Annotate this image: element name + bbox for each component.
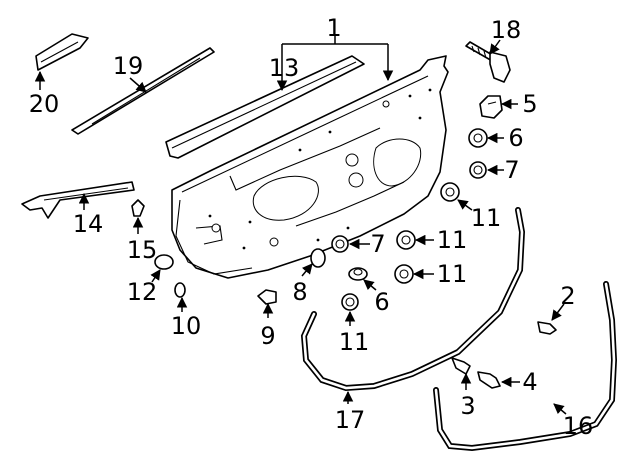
callout-6b: 6: [374, 288, 389, 316]
part-9-bumper: [257, 289, 277, 305]
callout-6a: 6: [508, 124, 523, 152]
part-3-bolt: [451, 357, 471, 375]
part-2-bolt: [537, 321, 557, 335]
part-6-grommet-upper: [468, 128, 488, 148]
callout-11a: 11: [471, 204, 502, 232]
callout-11c: 11: [437, 260, 468, 288]
callout-11d: 11: [339, 328, 370, 356]
leader-11a: [457, 199, 473, 211]
callout-9: 9: [260, 322, 275, 350]
leader-12: [150, 269, 161, 283]
callout-4: 4: [522, 368, 537, 396]
part-11-grommet-c: [394, 264, 414, 284]
part-13-inner-belt-molding: [165, 55, 365, 159]
callout-14: 14: [73, 210, 104, 238]
part-8-plug: [310, 248, 326, 268]
leader-18: [489, 39, 501, 55]
part-11-grommet-a: [440, 182, 460, 202]
part-17-weatherstrip: [300, 207, 526, 392]
callout-12: 12: [127, 278, 158, 306]
part-10-plug: [174, 282, 186, 298]
callout-19: 19: [113, 52, 144, 80]
part-6-grommet-lower: [348, 267, 368, 281]
part-20-sail-trim: [35, 33, 89, 71]
leader-19: [129, 77, 147, 93]
callout-7a: 7: [504, 156, 519, 184]
leader-6b: [363, 279, 377, 291]
leader-2: [551, 303, 565, 321]
callout-17: 17: [335, 406, 366, 434]
callout-10: 10: [171, 312, 202, 340]
callout-5: 5: [522, 90, 537, 118]
part-16-weatherstrip: [433, 281, 618, 452]
part-11-grommet-b: [396, 230, 416, 250]
leader-8: [301, 263, 313, 277]
callout-13: 13: [269, 54, 300, 82]
callout-16: 16: [563, 412, 594, 440]
callout-7b: 7: [370, 230, 385, 258]
callout-3: 3: [460, 392, 475, 420]
part-4-striker: [477, 371, 501, 389]
part-7-grommet-upper: [469, 161, 487, 179]
callout-2: 2: [560, 282, 575, 310]
part-12-plug: [154, 254, 174, 270]
part-7-grommet-lower: [331, 235, 349, 253]
callout-8: 8: [292, 278, 307, 306]
callout-20: 20: [29, 90, 60, 118]
callout-11b: 11: [437, 226, 468, 254]
leader-16: [553, 403, 567, 415]
part-5-plug: [479, 95, 503, 119]
part-1-door-shell: [171, 55, 449, 279]
callout-15: 15: [127, 236, 158, 264]
part-11-grommet-d: [341, 293, 359, 311]
callout-1: 1: [326, 14, 341, 42]
callout-18: 18: [491, 16, 522, 44]
part-15-clip: [131, 199, 145, 217]
part-18-guide-pin: [465, 41, 511, 83]
